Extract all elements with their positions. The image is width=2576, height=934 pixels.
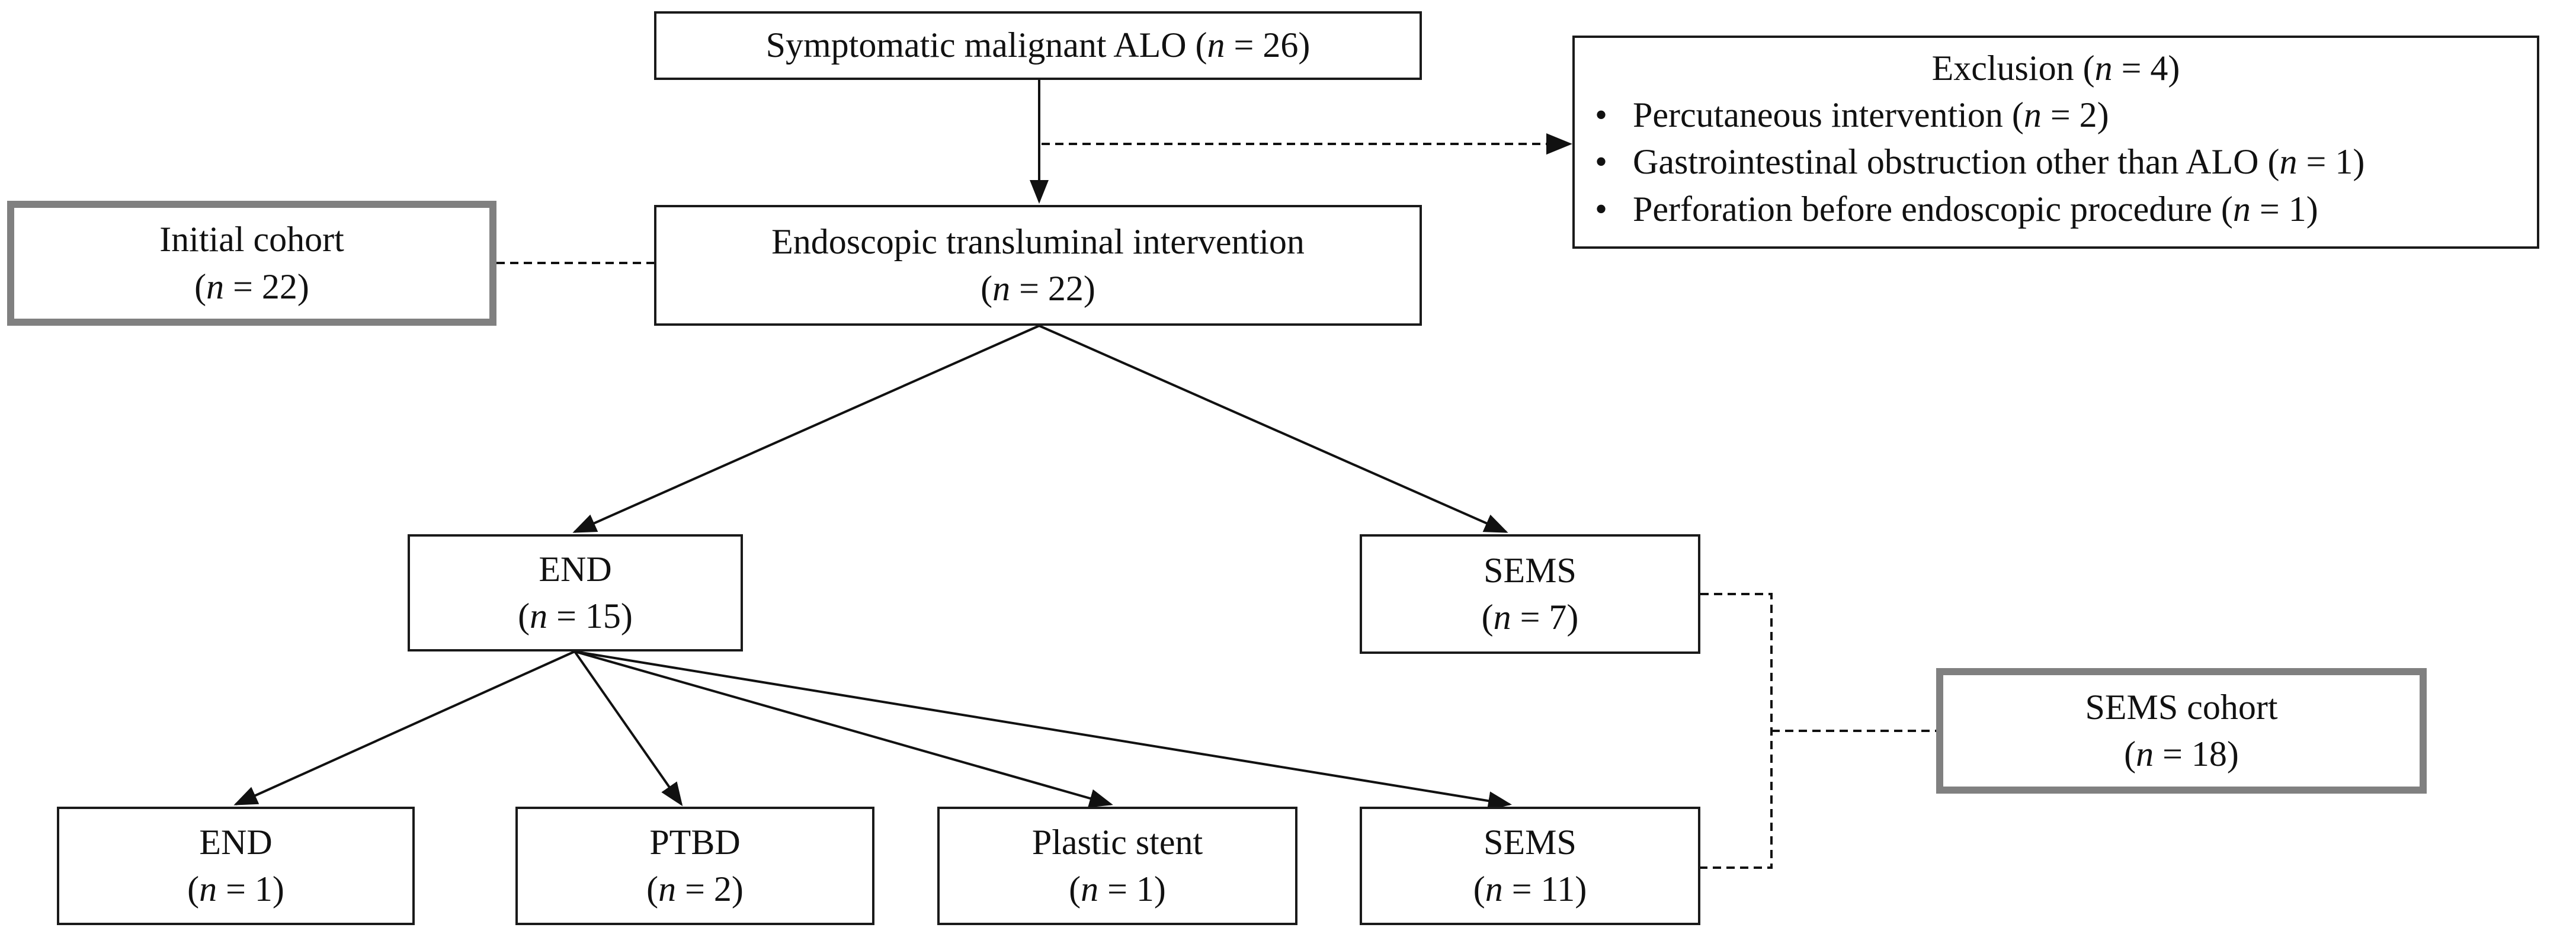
arrow-endoscopic-to-end xyxy=(572,325,1040,533)
arrow-end-to-end-end xyxy=(233,650,575,805)
n-symbol: n xyxy=(2136,734,2154,773)
n-symbol: n xyxy=(992,269,1011,308)
exclusion-item: Gastrointestinal obstruction other than … xyxy=(1593,139,2519,185)
node-label: END xyxy=(199,822,273,862)
n-separator: = xyxy=(224,267,262,306)
n-separator: = xyxy=(1010,269,1048,308)
exclusion-item-label: Gastrointestinal obstruction other than … xyxy=(1633,142,2259,182)
node-label: END xyxy=(539,549,612,589)
node-sems-cohort: SEMS cohort (n = 18) xyxy=(1936,668,2427,794)
node-end-end: END (n = 1) xyxy=(57,807,415,925)
n-symbol: n xyxy=(2232,189,2251,229)
exclusion-item-label: Perforation before endoscopic procedure xyxy=(1633,189,2212,229)
node-count: 11 xyxy=(1540,869,1575,909)
n-symbol: n xyxy=(1207,25,1225,65)
node-label: SEMS xyxy=(1484,550,1577,590)
n-symbol: n xyxy=(2023,95,2042,135)
node-label: SEMS xyxy=(1484,822,1577,862)
n-separator: = xyxy=(1225,25,1263,65)
n-separator: = xyxy=(1098,869,1136,909)
arrow-end-to-plastic-stent xyxy=(574,650,1113,808)
node-end: END (n = 15) xyxy=(408,534,743,651)
node-end-sems: SEMS (n = 11) xyxy=(1360,807,1700,925)
n-symbol: n xyxy=(658,869,677,909)
n-symbol: n xyxy=(1485,869,1503,909)
n-separator: = xyxy=(547,596,585,635)
node-symptomatic-malignant-alo: Symptomatic malignant ALO (n = 26) xyxy=(654,11,1422,80)
node-endoscopic-transluminal-intervention: Endoscopic transluminal intervention (n … xyxy=(654,205,1422,326)
node-count: 22 xyxy=(1047,269,1084,308)
node-label: Exclusion xyxy=(1931,49,2074,88)
node-count: 1 xyxy=(1136,869,1154,909)
node-count: 22 xyxy=(261,267,297,306)
n-symbol: n xyxy=(2094,49,2113,88)
arrow-endoscopic-to-sems xyxy=(1039,325,1508,533)
n-symbol: n xyxy=(1493,598,1511,637)
dashed-link-sems-cohort xyxy=(1700,593,1773,869)
exclusion-item-count: 2 xyxy=(2079,95,2097,135)
n-separator: = xyxy=(676,869,714,909)
node-label: Endoscopic transluminal intervention xyxy=(771,222,1305,261)
exclusion-item: Perforation before endoscopic procedure … xyxy=(1593,186,2519,233)
node-label: Symptomatic malignant ALO xyxy=(765,25,1187,65)
n-separator: = xyxy=(2154,734,2191,773)
n-separator: = xyxy=(2041,95,2080,135)
node-plastic-stent: Plastic stent (n = 1) xyxy=(937,807,1297,925)
n-symbol: n xyxy=(199,869,217,909)
node-exclusion: Exclusion (n = 4) Percutaneous intervent… xyxy=(1572,36,2539,249)
node-ptbd: PTBD (n = 2) xyxy=(515,807,874,925)
node-initial-cohort: Initial cohort (n = 22) xyxy=(7,201,496,326)
n-separator: = xyxy=(1502,869,1541,909)
node-count: 15 xyxy=(585,596,621,635)
node-label: Initial cohort xyxy=(159,220,344,259)
n-separator: = xyxy=(2250,189,2289,229)
node-count: 18 xyxy=(2191,734,2227,773)
arrow-end-to-end-sems xyxy=(574,650,1512,810)
exclusion-item: Percutaneous intervention (n = 2) xyxy=(1593,92,2519,139)
node-label: PTBD xyxy=(649,822,741,862)
node-sems: SEMS (n = 7) xyxy=(1360,534,1700,654)
n-symbol: n xyxy=(530,596,548,635)
n-separator: = xyxy=(2112,49,2151,88)
node-count: 1 xyxy=(254,869,273,909)
exclusion-list: Percutaneous intervention (n = 2) Gastro… xyxy=(1593,92,2519,233)
n-symbol: n xyxy=(2279,142,2298,182)
node-count: 7 xyxy=(1549,598,1567,637)
node-count: 2 xyxy=(713,869,732,909)
node-count: 4 xyxy=(2150,49,2168,88)
n-separator: = xyxy=(1511,598,1549,637)
exclusion-item-label: Percutaneous intervention xyxy=(1633,95,2003,135)
exclusion-item-count: 1 xyxy=(2288,189,2306,229)
n-symbol: n xyxy=(1081,869,1099,909)
node-label: SEMS cohort xyxy=(2085,687,2278,727)
n-separator: = xyxy=(217,869,255,909)
node-count: 26 xyxy=(1263,25,1299,65)
arrow-end-to-ptbd xyxy=(573,650,683,807)
exclusion-item-count: 1 xyxy=(2335,142,2353,182)
n-symbol: n xyxy=(206,267,225,306)
node-label: Plastic stent xyxy=(1031,822,1203,862)
n-separator: = xyxy=(2297,142,2335,182)
